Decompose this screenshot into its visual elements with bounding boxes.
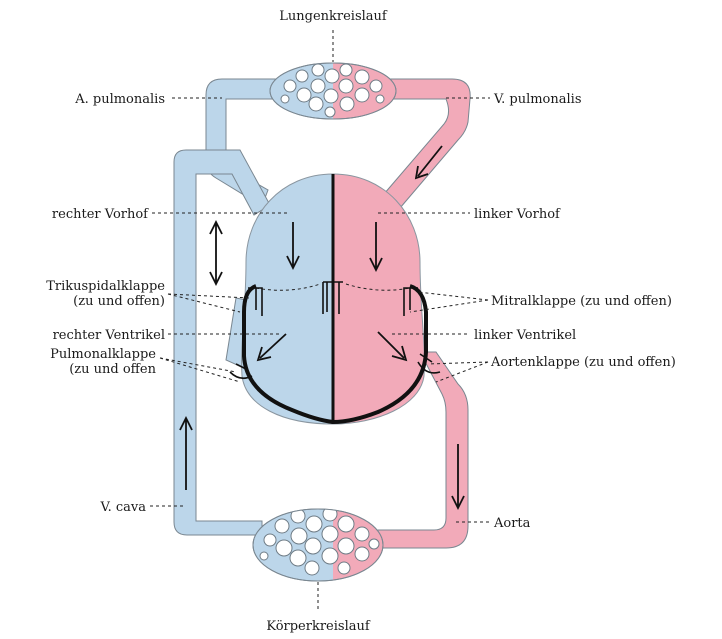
label-v-pulmonalis: V. pulmonalis [493, 92, 582, 107]
label-rechter-ventrikel: rechter Ventrikel [53, 328, 165, 343]
label-rechter-vorhof: rechter Vorhof [52, 207, 149, 222]
lung-capillary-bed [270, 63, 396, 119]
label-linker-ventrikel: linker Ventrikel [474, 328, 576, 343]
label-trikuspidalklappe-sub: (zu und offen) [73, 294, 165, 309]
arrow-pulmonary-artery [210, 222, 222, 284]
label-v-cava: V. cava [99, 500, 146, 515]
label-aorta: Aorta [493, 516, 531, 531]
label-pulmonalklappe-sub: (zu und offen [69, 362, 156, 377]
label-koerperkreislauf: Körperkreislauf [266, 619, 371, 634]
label-aortenklappe: Aortenklappe (zu und offen) [490, 355, 676, 370]
label-linker-vorhof: linker Vorhof [474, 207, 561, 222]
label-mitralklappe: Mitralklappe (zu und offen) [491, 294, 672, 309]
heart [230, 174, 440, 424]
label-lungenkreislauf: Lungenkreislauf [279, 9, 388, 24]
label-a-pulmonalis: A. pulmonalis [74, 92, 165, 107]
label-trikuspidalklappe: Trikuspidalklappe [46, 279, 165, 294]
body-capillary-bed [253, 507, 383, 581]
label-pulmonalklappe: Pulmonalklappe [50, 347, 156, 362]
